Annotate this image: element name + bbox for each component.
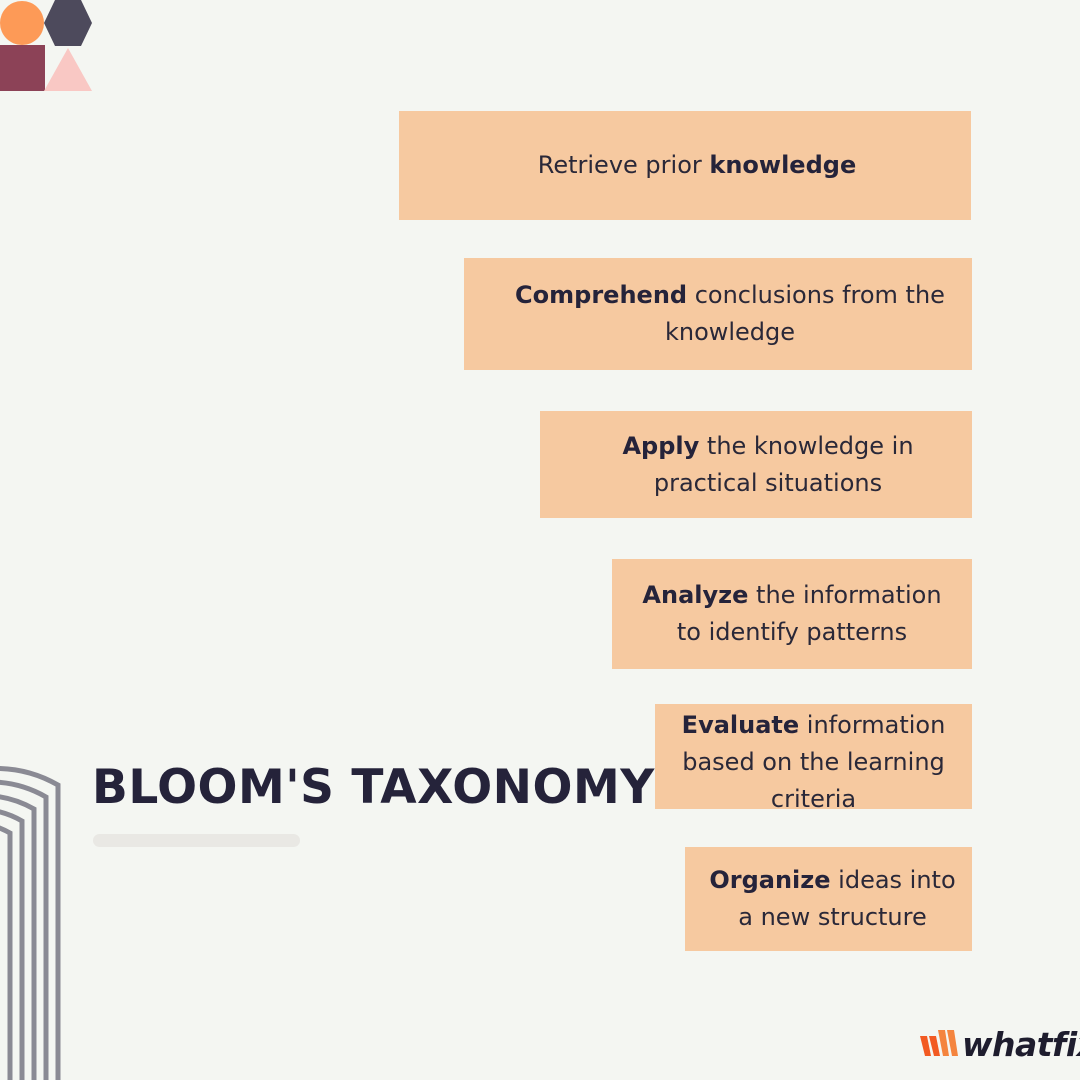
step-text: Apply the knowledge in practical situati… <box>622 431 914 497</box>
step-create: Organize ideas into a new structure <box>685 847 972 951</box>
step-analyze: Analyze the information to identify patt… <box>612 559 972 669</box>
step-text: Comprehend conclusions from the knowledg… <box>515 281 945 346</box>
step-text: Evaluate information based on the learni… <box>681 711 946 813</box>
logo-wordmark: whatfix <box>962 1024 1080 1064</box>
concentric-arcs-icon <box>0 766 61 1080</box>
step-remember: Retrieve prior knowledge <box>399 111 971 220</box>
step-text: Analyze the information to identify patt… <box>642 581 942 646</box>
title-underline <box>93 834 300 847</box>
step-text: Retrieve prior knowledge <box>537 151 857 179</box>
step-text: Organize ideas into a new structure <box>709 866 956 931</box>
page-title: BLOOM'S TAXONOMY <box>92 760 655 815</box>
step-understand: Comprehend conclusions from the knowledg… <box>464 258 972 370</box>
decorative-shapes-icon <box>0 0 92 91</box>
step-apply: Apply the knowledge in practical situati… <box>540 411 972 518</box>
step-evaluate: Evaluate information based on the learni… <box>655 704 972 813</box>
whatfix-logo-icon <box>920 1030 958 1056</box>
brand-logo: whatfix <box>918 1020 1080 1068</box>
